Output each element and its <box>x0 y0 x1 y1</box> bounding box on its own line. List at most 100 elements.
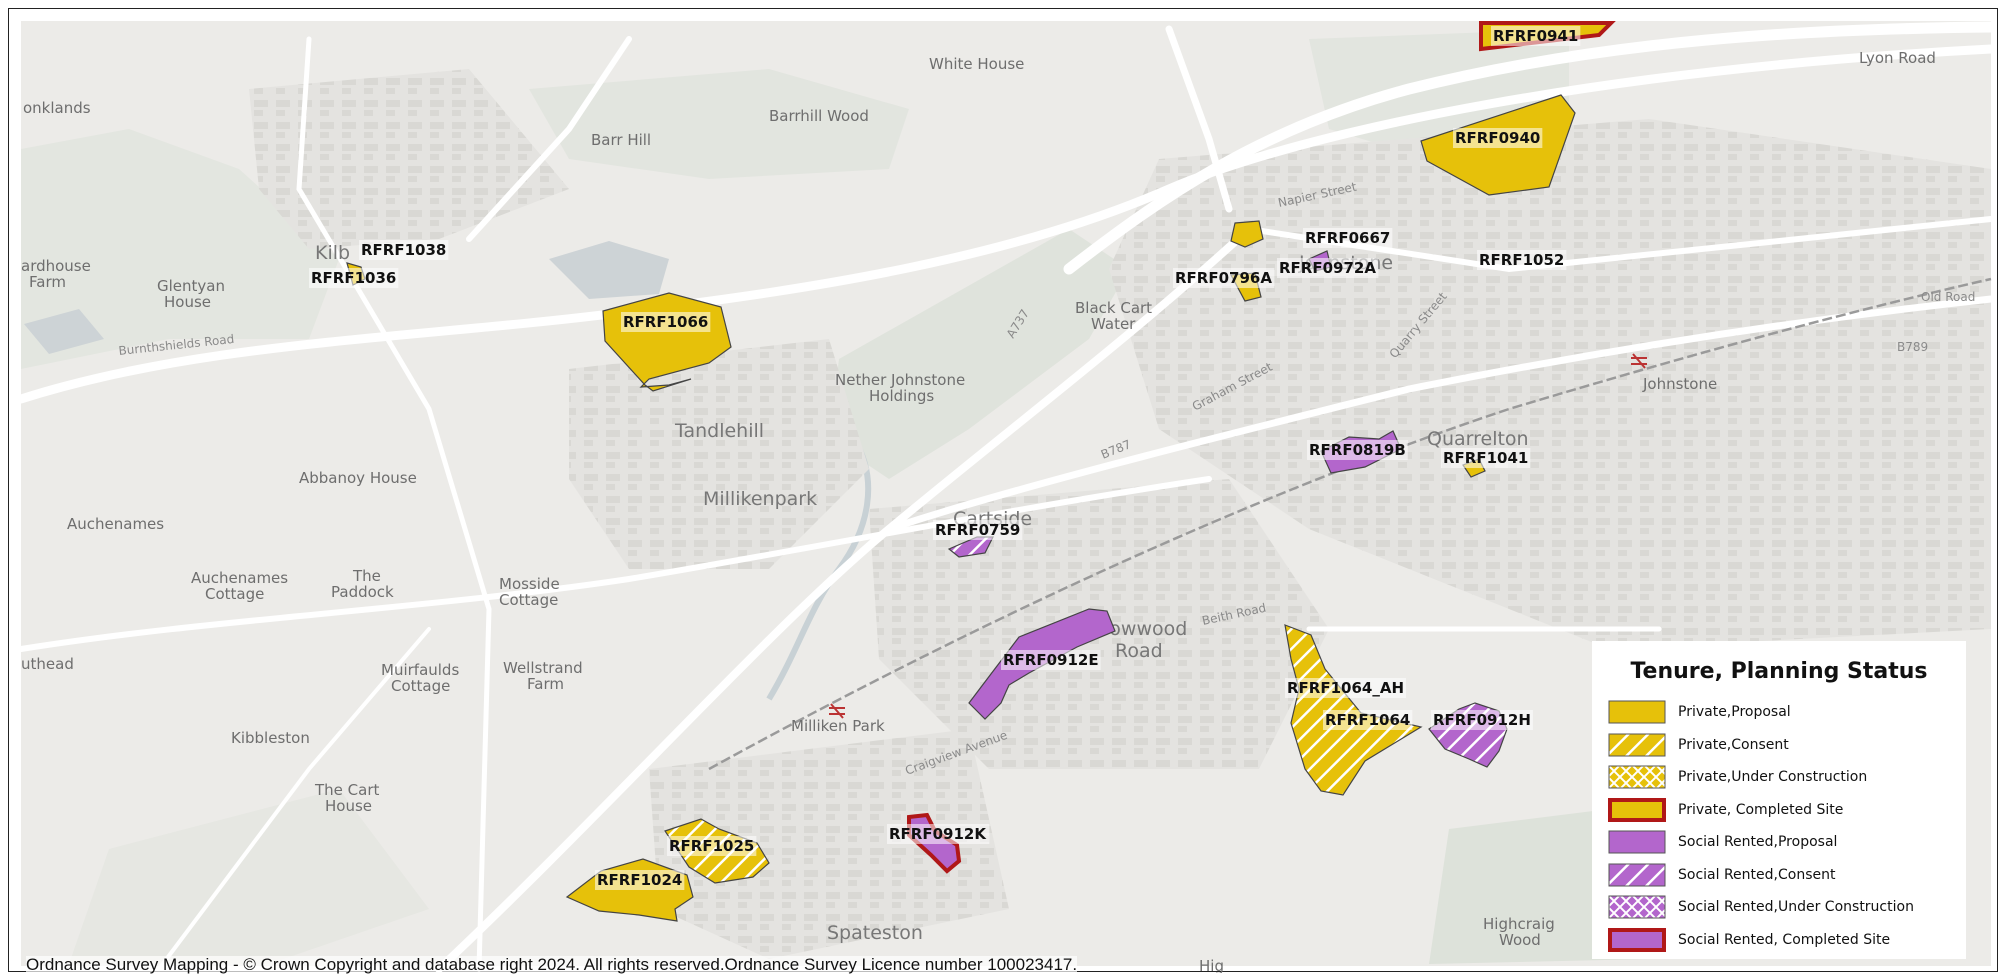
place-milliken-park: Milliken Park <box>791 717 885 735</box>
place-the-cart-house-2: House <box>325 797 372 815</box>
site-label-background <box>933 520 1023 540</box>
place-auchenames-cottage-2: Cottage <box>205 585 264 603</box>
site-label-rfrf1064: RFRF1064 <box>1325 711 1410 729</box>
place-muirfaulds-2: Cottage <box>391 677 450 695</box>
site-label-background <box>667 836 757 856</box>
place-auchenames-cottage: Auchenames <box>191 569 288 587</box>
road-label-old-road: Old Road <box>1921 290 1975 304</box>
place-holdings: Holdings <box>869 387 934 405</box>
place-muirfaulds: Muirfaulds <box>381 661 459 679</box>
legend-item: Private, Completed Site <box>1608 794 1950 827</box>
green-area-southwest <box>69 789 429 964</box>
place-the-paddock: The <box>352 567 381 585</box>
legend-swatch-social-consent <box>1608 863 1666 887</box>
road-network <box>16 21 1997 973</box>
legend-label: Social Rented,Proposal <box>1678 834 1838 851</box>
place-glentyan: Glentyan <box>157 277 225 295</box>
railway-line <box>708 277 1992 771</box>
site-label-rfrf1025: RFRF1025 <box>669 837 754 855</box>
site-label-background <box>1441 448 1531 468</box>
place-mosside: Mosside <box>499 575 560 593</box>
legend-label: Social Rented,Under Construction <box>1678 899 1914 916</box>
place-johnstone-station: Johnstone <box>1642 375 1717 393</box>
site-label-rfrf0912e: RFRF0912E <box>1003 651 1099 669</box>
place-glentyan-house: House <box>164 293 211 311</box>
site-label-background <box>1303 228 1393 248</box>
site-label-rfrf0819b: RFRF0819B <box>1309 441 1406 459</box>
site-label-rfrf1038: RFRF1038 <box>361 241 446 259</box>
water-west <box>24 309 104 354</box>
site-rfrf0796a-north-polygon[interactable] <box>1230 220 1264 248</box>
site-label-rfrf1041: RFRF1041 <box>1443 449 1528 467</box>
place-tandlehill: Tandlehill <box>674 420 764 442</box>
water-barrhill <box>549 241 669 299</box>
site-label-rfrf0940: RFRF0940 <box>1455 129 1540 147</box>
place-highcraig-wood: Wood <box>1499 931 1541 949</box>
legend-label: Social Rented,Consent <box>1678 866 1836 883</box>
site-label-background <box>1431 710 1533 730</box>
legend-item: Private,Consent <box>1608 729 1950 762</box>
copyright-notice: Ordnance Survey Mapping - © Crown Copyri… <box>26 955 1078 974</box>
site-label-background <box>1307 440 1408 460</box>
place-the-paddock-2: Paddock <box>331 583 394 601</box>
site-label-rfrf0941: RFRF0941 <box>1493 27 1578 45</box>
green-area-barrhill <box>529 69 909 179</box>
legend-item: Social Rented,Under Construction <box>1608 891 1950 924</box>
place-wellstrand-2: Farm <box>527 675 564 693</box>
site-labels: RFRF0941 RFRF0940 RFRF1038 RFRF1036 RFRF… <box>309 26 1581 890</box>
site-label-background <box>359 240 449 260</box>
site-label-rfrf1066: RFRF1066 <box>623 313 708 331</box>
legend-swatch-private-consent <box>1608 733 1666 757</box>
site-label-rfrf0759: RFRF0759 <box>935 521 1020 539</box>
urban-kilbarchan <box>249 69 569 249</box>
legend-label: Private,Under Construction <box>1678 769 1868 786</box>
map-legend: Tenure, Planning Status Private,Proposal… <box>1592 641 1966 959</box>
legend-item: Social Rented, Completed Site <box>1608 924 1950 957</box>
legend-swatch-social-proposal <box>1608 830 1666 854</box>
site-label-rfrf1064-ah: RFRF1064_AH <box>1287 679 1404 697</box>
place-kibbleston: Kibbleston <box>231 729 310 747</box>
place-millikenpark: Millikenpark <box>703 488 817 510</box>
site-label-background <box>621 312 711 332</box>
place-wellstrand: Wellstrand <box>503 659 583 677</box>
site-label-rfrf1052: RFRF1052 <box>1479 251 1564 269</box>
legend-swatch-private-under-construction <box>1608 765 1666 789</box>
urban-spateston <box>649 729 1009 959</box>
legend-title: Tenure, Planning Status <box>1630 659 1928 684</box>
legend-item: Private,Proposal <box>1608 696 1950 729</box>
place-quarrelton: Quarrelton <box>1427 428 1529 450</box>
place-water: Water <box>1091 315 1136 333</box>
site-label-rfrf0972a: RFRF0972A <box>1279 259 1376 277</box>
rail-station-icon <box>829 703 845 719</box>
legend-label: Private,Consent <box>1678 736 1789 753</box>
site-label-background <box>887 824 990 844</box>
urban-millikenpark <box>569 339 869 569</box>
rail-station-icon <box>1631 353 1647 369</box>
place-kilbarchan: Kilb <box>315 242 350 264</box>
legend-swatch-social-under-construction <box>1608 895 1666 919</box>
legend-item: Private,Under Construction <box>1608 761 1950 794</box>
legend-label: Private, Completed Site <box>1678 801 1844 818</box>
site-label-rfrf0667: RFRF0667 <box>1305 229 1390 247</box>
place-farm: Farm <box>29 273 66 291</box>
place-onklands: onklands <box>23 99 91 117</box>
site-label-rfrf0912k: RFRF0912K <box>889 825 987 843</box>
place-barr-hill: Barr Hill <box>591 131 651 149</box>
site-label-background <box>309 268 399 288</box>
site-label-background <box>1285 678 1407 698</box>
place-highcraig: Highcraig <box>1483 915 1555 933</box>
site-label-rfrf0912h: RFRF0912H <box>1433 711 1531 729</box>
map-frame: White House Barrhill Wood Barr Hill Lyon… <box>8 8 1999 973</box>
site-label-background <box>595 870 685 890</box>
place-uthead: uthead <box>21 655 74 673</box>
site-label-rfrf0796a: RFRF0796A <box>1175 269 1272 287</box>
urban-johnstone <box>1109 119 1991 649</box>
place-spateston: Spateston <box>827 922 923 944</box>
place-auchenames: Auchenames <box>67 515 164 533</box>
map-canvas[interactable]: White House Barrhill Wood Barr Hill Lyon… <box>9 9 1999 973</box>
place-white-house: White House <box>929 55 1024 73</box>
site-label-background <box>1173 268 1275 288</box>
place-nether-johnstone: Nether Johnstone <box>835 371 965 389</box>
place-lyon-road: Lyon Road <box>1859 49 1936 67</box>
place-mosside-2: Cottage <box>499 591 558 609</box>
